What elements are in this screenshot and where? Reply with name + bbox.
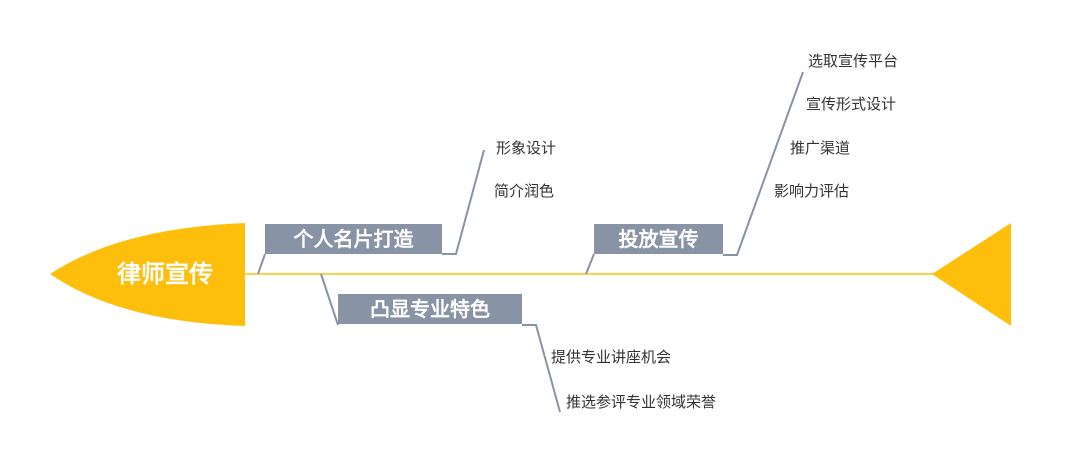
leaf-item: 选取宣传平台 (808, 52, 899, 70)
branch-topic-3: 投放宣传 (594, 224, 723, 254)
leaf-item: 形象设计 (496, 139, 557, 157)
leaf-item: 简介润色 (494, 182, 555, 200)
leaf-item: 宣传形式设计 (806, 95, 897, 113)
branch-topic-2: 凸显专业特色 (338, 294, 522, 324)
leaf-item: 推选参评专业领域荣誉 (566, 393, 717, 411)
root-topic: 律师宣传 (117, 260, 213, 288)
leaf-item: 影响力评估 (774, 182, 850, 200)
connector-branch-2 (320, 273, 339, 326)
connector-branch-3-items (723, 71, 804, 256)
fish-tail (932, 223, 1011, 326)
branch-topic-1: 个人名片打造 (265, 224, 442, 254)
connector-branch-2-items (522, 324, 561, 413)
leaf-item: 提供专业讲座机会 (551, 348, 672, 366)
fish-head (50, 223, 245, 326)
leaf-item: 推广渠道 (790, 139, 851, 157)
connector-branch-3 (585, 253, 595, 275)
connector-branch-1-items (442, 149, 485, 255)
connector-branch-1 (257, 253, 266, 275)
